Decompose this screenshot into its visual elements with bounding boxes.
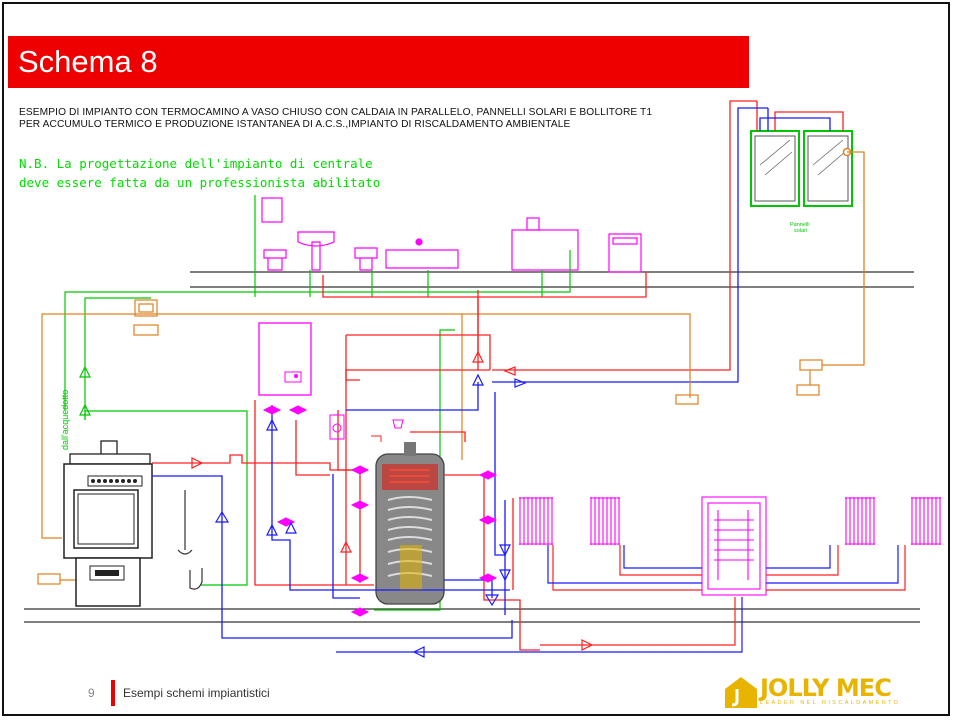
footer-section-title: Esempi schemi impiantistici bbox=[123, 686, 270, 700]
solar-panels: Pannelli solari bbox=[750, 130, 853, 234]
distribution-manifold bbox=[701, 496, 767, 596]
aqueduct-label: dall'acquedotto bbox=[60, 390, 70, 450]
note-line-2: deve essere fatta da un professionista a… bbox=[19, 175, 381, 190]
radiator-4 bbox=[911, 497, 941, 545]
drain-siphon bbox=[177, 490, 203, 590]
return-pipes bbox=[152, 382, 513, 653]
footer-accent-bar bbox=[111, 680, 115, 706]
floor-lines bbox=[24, 271, 920, 623]
design-note: N.B. La progettazione dell'impianto di c… bbox=[19, 154, 380, 192]
solar-pipes bbox=[492, 100, 865, 383]
note-line-1: N.B. La progettazione dell'impianto di c… bbox=[19, 156, 373, 171]
orange-pipes bbox=[37, 299, 823, 585]
radiator-2 bbox=[590, 497, 620, 545]
sanitary-fixtures bbox=[261, 197, 642, 273]
radiator-circuits bbox=[480, 545, 906, 653]
brand-tagline: LEADER NEL RISCALDAMENTO bbox=[760, 700, 901, 706]
wall-boiler bbox=[258, 322, 312, 396]
radiator-1 bbox=[519, 497, 553, 545]
panels-label-2: solari bbox=[794, 228, 807, 234]
brand-name: JOLLY MEC bbox=[760, 674, 892, 702]
page-number: 9 bbox=[88, 686, 95, 700]
storage-tank bbox=[375, 442, 445, 605]
panels-label-1: Pannelli bbox=[790, 222, 810, 228]
flow-arrows bbox=[79, 350, 594, 658]
jolly-mec-logo-icon bbox=[725, 677, 757, 708]
hot-pipes bbox=[152, 272, 647, 651]
slide-title: Schema 8 bbox=[8, 36, 749, 88]
radiators bbox=[519, 496, 941, 596]
radiator-3 bbox=[845, 497, 875, 545]
description-line-1: ESEMPIO DI IMPIANTO CON TERMOCAMINO A VA… bbox=[19, 107, 653, 118]
description-line-2: PER ACCUMULO TERMICO E PRODUZIONE ISTANT… bbox=[19, 119, 571, 130]
diagram-description: ESEMPIO DI IMPIANTO CON TERMOCAMINO A VA… bbox=[19, 107, 652, 131]
fireplace-stove bbox=[63, 440, 153, 607]
